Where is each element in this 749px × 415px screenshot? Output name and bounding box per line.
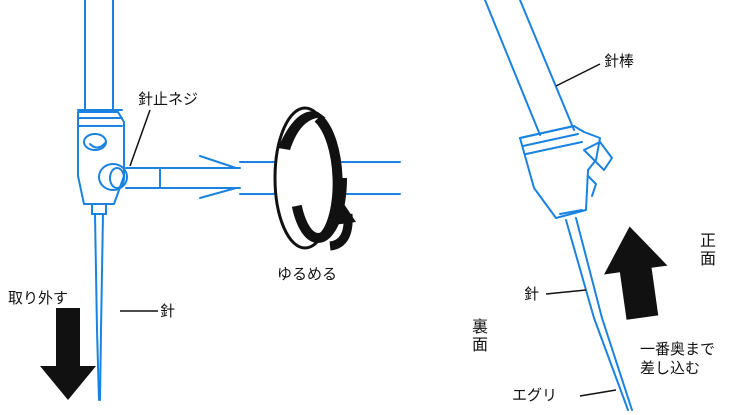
insert-fully-label: 一番奥まで 差し込む — [640, 340, 716, 377]
needle-bar-label: 針棒 — [604, 52, 635, 70]
remove-label: 取り外す — [8, 289, 69, 307]
needle-label-left: 針 — [160, 302, 176, 320]
leader-clamp-screw — [129, 109, 151, 167]
back-side-label: 裏面 — [469, 318, 488, 354]
right-needle — [559, 209, 633, 411]
left-needle-clamp — [77, 109, 125, 205]
leader-scarf — [579, 389, 617, 397]
left-needle — [91, 203, 107, 401]
right-needle-bar — [484, 0, 575, 136]
down-arrow-icon — [40, 308, 96, 400]
needle-clamp-screw — [98, 155, 241, 199]
up-arrow-icon — [604, 226, 668, 320]
needle-label-right: 針 — [524, 285, 540, 303]
left-needle-bar — [84, 0, 114, 111]
scarf-label: エグリ — [512, 386, 558, 404]
front-side-label: 正面 — [697, 232, 716, 268]
loosen-rotation-ring — [273, 106, 347, 250]
right-needle-clamp — [519, 125, 613, 219]
loosen-label: ゆるめる — [277, 265, 338, 283]
leader-needle-bar — [555, 63, 601, 87]
clockwise-rotation-arrow-icon — [326, 198, 356, 251]
needle-clamp-screw-label: 針止ネジ — [138, 90, 199, 108]
leader-needle-right — [545, 289, 587, 295]
